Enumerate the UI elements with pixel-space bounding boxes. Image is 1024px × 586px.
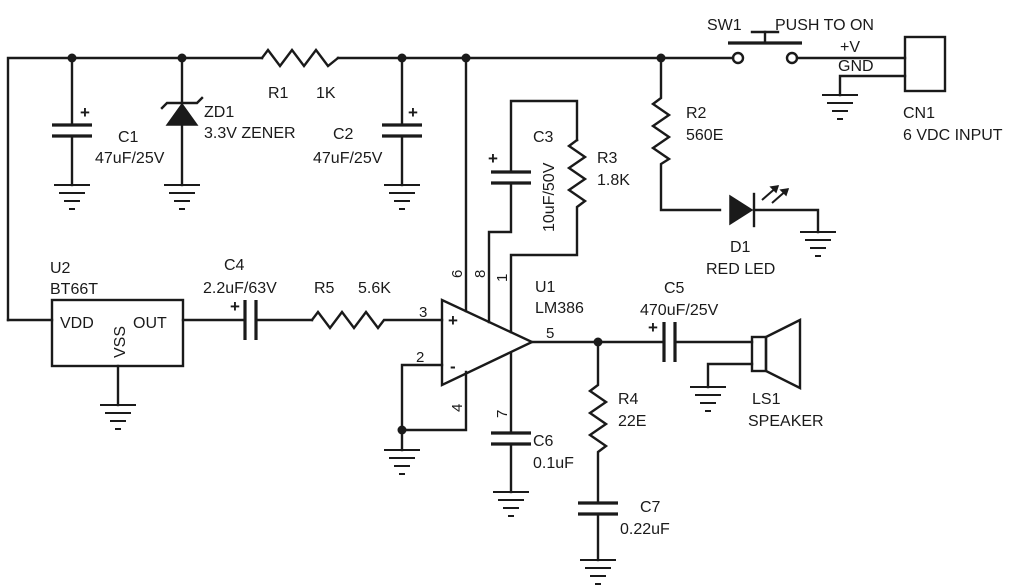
u2-vdd: VDD xyxy=(60,315,94,332)
u1-pin2: 2 xyxy=(416,349,424,366)
speaker-ls1 xyxy=(706,318,802,390)
c6-value: 0.1uF xyxy=(533,455,574,472)
pushbutton-sw1 xyxy=(728,30,802,65)
resistor-r3 xyxy=(509,138,588,334)
led-d1 xyxy=(729,185,820,234)
c4-value: 2.2uF/63V xyxy=(203,280,277,297)
resistor-r2 xyxy=(650,56,722,212)
capacitor-c7 xyxy=(578,501,618,562)
u1-plus: + xyxy=(448,311,458,330)
r2-ref: R2 xyxy=(686,105,707,122)
capacitor-c4 xyxy=(181,300,314,340)
ls1-ref: LS1 xyxy=(752,391,781,408)
resistor-r5 xyxy=(310,310,444,330)
r5-value: 5.6K xyxy=(358,280,391,297)
ground-symbol xyxy=(384,449,420,475)
cn1-pin-gnd: GND xyxy=(838,58,874,75)
u2-out: OUT xyxy=(133,315,167,332)
u2-value: BT66T xyxy=(50,281,98,298)
u1-pin1: 1 xyxy=(494,274,511,282)
d1-value: RED LED xyxy=(706,261,775,278)
r1-value: 1K xyxy=(316,85,336,102)
supply-rail xyxy=(6,56,907,322)
sw1-ref: SW1 xyxy=(707,17,742,34)
c1-polarity: + xyxy=(80,103,90,122)
ground-symbol xyxy=(100,404,136,430)
c2-polarity: + xyxy=(408,103,418,122)
u1-ref: U1 xyxy=(535,279,556,296)
junction-dot xyxy=(397,425,407,435)
r2-value: 560E xyxy=(686,127,723,144)
c5-ref: C5 xyxy=(664,280,685,297)
u1-minus: - xyxy=(450,357,456,376)
u1-pin8: 8 xyxy=(472,270,489,278)
u1-value: LM386 xyxy=(535,300,584,317)
c2-ref: C2 xyxy=(333,126,354,143)
c3-polarity: + xyxy=(488,149,498,168)
r4-value: 22E xyxy=(618,413,646,430)
r4-ref: R4 xyxy=(618,391,639,408)
r3-value: 1.8K xyxy=(597,172,630,189)
cn1-ref: CN1 xyxy=(903,105,935,122)
wire-pin4 xyxy=(400,370,468,432)
u1-pin4: 4 xyxy=(449,404,466,412)
capacitor-c2 xyxy=(382,56,422,187)
u2-ref: U2 xyxy=(50,260,71,277)
module-u2 xyxy=(6,298,185,407)
ground-symbol xyxy=(580,559,616,585)
zd1-ref: ZD1 xyxy=(204,104,234,121)
c1-value: 47uF/25V xyxy=(95,150,165,167)
ground-symbol xyxy=(822,94,858,120)
u1-pin5: 5 xyxy=(546,325,554,342)
c5-value: 470uF/25V xyxy=(640,302,719,319)
ground-symbol xyxy=(384,184,420,210)
capacitor-c1 xyxy=(52,56,92,187)
resistor-r1 xyxy=(260,48,340,68)
c2-value: 47uF/25V xyxy=(313,150,383,167)
c4-ref: C4 xyxy=(224,257,245,274)
zd1-value: 3.3V ZENER xyxy=(204,125,296,142)
connector-cn1 xyxy=(838,35,947,97)
zener-zd1 xyxy=(160,56,204,187)
cn1-desc: 6 VDC INPUT xyxy=(903,127,1003,144)
capacitor-c3 xyxy=(491,99,579,185)
ground-symbol xyxy=(690,386,726,412)
r5-ref: R5 xyxy=(314,280,335,297)
c3-value: 10uF/50V xyxy=(541,162,558,232)
u1-pin7: 7 xyxy=(494,410,511,418)
r3-ref: R3 xyxy=(597,150,618,167)
c1-ref: C1 xyxy=(118,129,139,146)
u1-pin6: 6 xyxy=(449,270,466,278)
ground-symbol xyxy=(493,491,529,517)
sw1-desc: PUSH TO ON xyxy=(775,17,874,34)
c3-ref: C3 xyxy=(533,129,554,146)
capacitor-c6 xyxy=(491,351,531,494)
cn1-pin-pos: +V xyxy=(840,39,860,56)
d1-ref: D1 xyxy=(730,239,751,256)
resistor-r4 xyxy=(587,340,609,505)
u1-pin3: 3 xyxy=(419,304,427,321)
c4-polarity: + xyxy=(230,297,240,316)
wire-pin2 xyxy=(400,363,444,452)
capacitor-c5 xyxy=(662,322,754,362)
c6-ref: C6 xyxy=(533,433,554,450)
c7-value: 0.22uF xyxy=(620,521,670,538)
wire-pin8 xyxy=(487,181,513,324)
ls1-value: SPEAKER xyxy=(748,413,824,430)
ground-symbol xyxy=(800,231,836,257)
ground-symbol xyxy=(164,184,200,210)
r1-ref: R1 xyxy=(268,85,289,102)
u2-vss: VSS xyxy=(112,326,129,358)
c5-polarity: + xyxy=(648,318,658,337)
c7-ref: C7 xyxy=(640,499,661,516)
amplifier-u1 xyxy=(440,298,535,387)
ground-symbol xyxy=(54,184,90,210)
